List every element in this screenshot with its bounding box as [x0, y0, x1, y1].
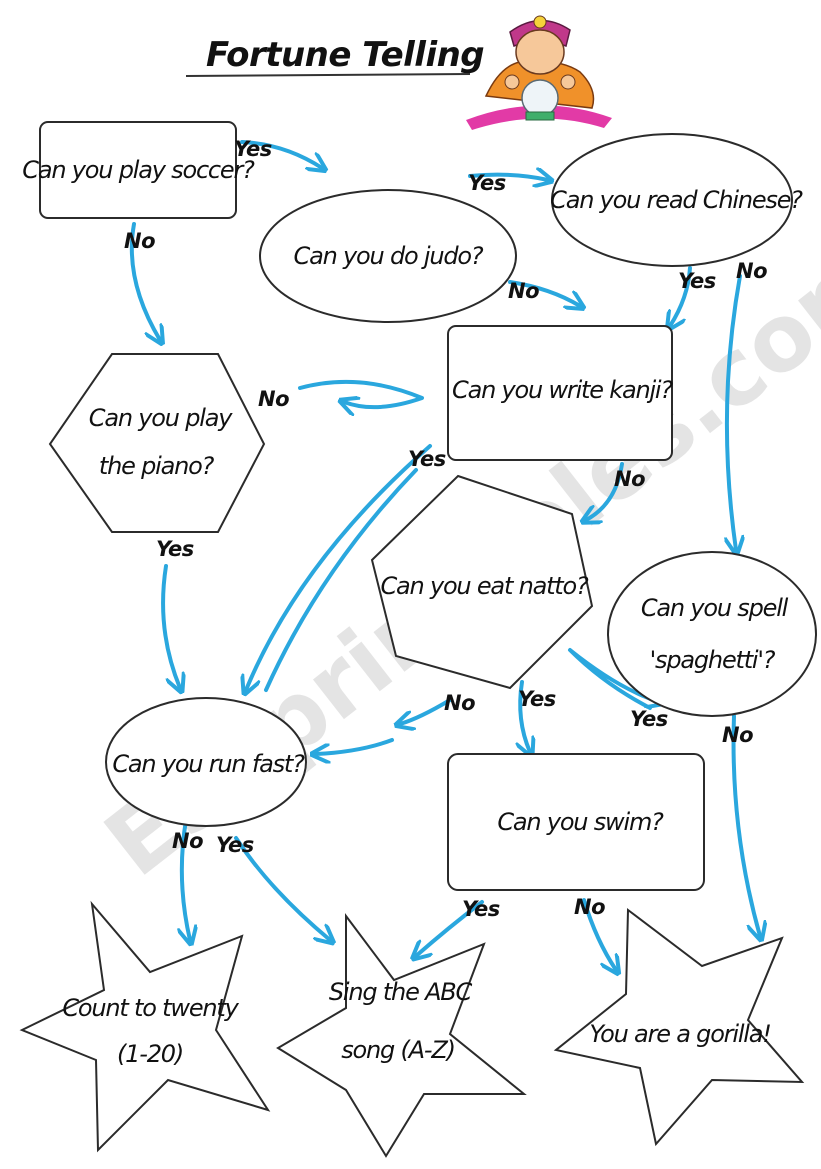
node-soccer-text: Can you play soccer? — [22, 156, 255, 184]
node-run: Can you run fast? — [106, 698, 306, 826]
title-block: Fortune Telling — [186, 35, 484, 76]
node-swim-text: Can you swim? — [497, 808, 664, 836]
label-soccer-no: No — [124, 229, 155, 253]
node-judo-text: Can you do judo? — [294, 242, 484, 270]
node-abc: Sing the ABC song (A-Z) — [278, 916, 524, 1156]
label-swim-yes: Yes — [462, 897, 500, 921]
node-spell: Can you spell 'spaghetti'? — [608, 552, 816, 716]
label-run-no: No — [172, 829, 203, 853]
node-piano: Can you play the piano? — [50, 354, 264, 532]
node-judo: Can you do judo? — [260, 190, 516, 322]
label-judo-yes: Yes — [468, 171, 506, 195]
node-chinese: Can you read Chinese? — [550, 134, 803, 266]
label-soccer-yes: Yes — [234, 137, 272, 161]
node-count: Count to twenty (1-20) — [22, 904, 268, 1150]
fortune-teller-illustration — [466, 16, 612, 130]
node-abc-text-2: song (A-Z) — [341, 1036, 455, 1064]
arrow-piano-kanji — [300, 382, 422, 407]
label-natto-no: No — [444, 691, 475, 715]
label-run-yes: Yes — [216, 833, 254, 857]
label-natto-yes: Yes — [518, 687, 556, 711]
node-kanji-text: Can you write kanji? — [452, 376, 673, 404]
arrow-natto-run — [400, 700, 450, 724]
node-abc-text-1: Sing the ABC — [329, 978, 473, 1006]
node-spell-text-1: Can you spell — [641, 594, 789, 622]
node-run-text: Can you run fast? — [112, 750, 305, 778]
label-kanji-no: No — [614, 467, 645, 491]
node-soccer: Can you play soccer? — [22, 122, 255, 218]
node-count-text-1: Count to twenty — [62, 994, 239, 1022]
node-gorilla: You are a gorilla! — [556, 910, 802, 1144]
node-piano-text-1: Can you play — [89, 404, 233, 432]
node-chinese-text: Can you read Chinese? — [550, 186, 803, 214]
label-judo-no: No — [508, 279, 539, 303]
label-chinese-no: No — [736, 259, 767, 283]
label-piano-yes: Yes — [156, 537, 194, 561]
arrow-spell-gorilla — [734, 716, 760, 936]
page-title: Fortune Telling — [206, 35, 484, 75]
node-kanji: Can you write kanji? — [448, 326, 673, 460]
node-spell-text-2: 'spaghetti'? — [650, 646, 776, 674]
node-swim: Can you swim? — [448, 754, 704, 890]
label-piano-no: No — [258, 387, 289, 411]
node-gorilla-text: You are a gorilla! — [589, 1020, 770, 1048]
arrow-piano-run — [163, 566, 180, 688]
label-kanji-yes: Yes — [408, 447, 446, 471]
label-chinese-yes: Yes — [678, 269, 716, 293]
label-spell-no: No — [722, 723, 753, 747]
node-count-text-2: (1-20) — [117, 1040, 183, 1068]
label-swim-no: No — [574, 895, 605, 919]
node-piano-text-2: the piano? — [99, 452, 215, 480]
label-spell-yes: Yes — [630, 707, 668, 731]
node-natto-text: Can you eat natto? — [380, 572, 589, 600]
